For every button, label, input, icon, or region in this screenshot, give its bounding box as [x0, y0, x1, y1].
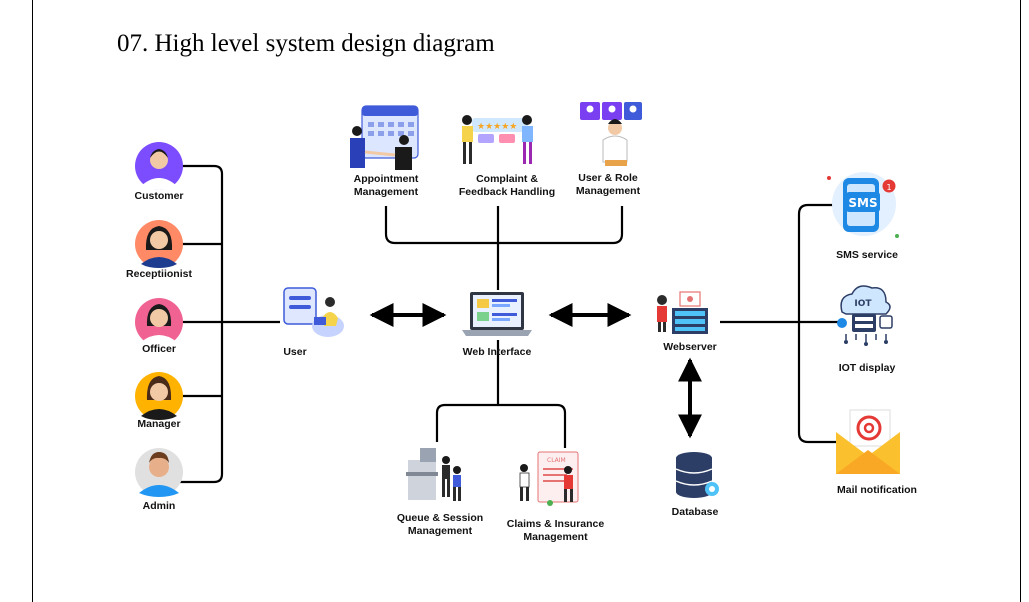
admin-avatar-icon: [135, 448, 183, 497]
user-role-label-line1: User & Role: [578, 172, 638, 184]
complaint-label-line1: Complaint &: [476, 173, 538, 185]
top-modules-bracket: [384, 206, 624, 245]
page-title: 07. High level system design diagram: [117, 30, 495, 57]
double-arrows: [369, 303, 702, 439]
mail-notification-label: Mail notification: [837, 484, 917, 496]
page-border-right: [1020, 0, 1021, 602]
svg-text:CLAIM: CLAIM: [547, 457, 566, 464]
complaint-feedback-icon: ★★★★★: [462, 115, 533, 164]
mail-notification-icon: [836, 409, 900, 474]
receptionist-avatar-icon: [135, 220, 183, 268]
officer-label: Officer: [142, 343, 176, 355]
customer-label: Customer: [134, 190, 184, 202]
appointment-label-line1: Appointment: [353, 173, 419, 185]
appointment-management-icon: [350, 105, 419, 170]
svg-text:SMS: SMS: [848, 196, 877, 210]
claims-insurance-label: Claims & Insurance Management: [498, 518, 613, 544]
customer-avatar-icon: [135, 142, 183, 190]
web-interface-label: Web Interface: [462, 346, 532, 358]
queue-label-line1: Queue & Session: [396, 512, 484, 524]
manager-avatar-icon: [135, 372, 183, 420]
actors-bracket: [180, 164, 224, 484]
claims-label-line1: Claims & Insurance: [506, 518, 605, 530]
svg-text:★★★★★: ★★★★★: [477, 122, 517, 132]
queue-session-label: Queue & Session Management: [390, 512, 490, 538]
page-border-left: [32, 0, 33, 602]
appointment-label-line2: Management: [353, 186, 419, 199]
database-icon: [675, 452, 719, 498]
connector-lines: [180, 164, 840, 484]
queue-session-icon: [406, 448, 461, 501]
complaint-feedback-label: Complaint & Feedback Handling: [448, 173, 566, 199]
web-interface-icon: [462, 292, 532, 336]
svg-text:IOT: IOT: [854, 299, 872, 309]
iot-display-icon: IOT: [837, 285, 893, 346]
services-bracket: [797, 203, 840, 444]
queue-label-line2: Management: [407, 525, 473, 538]
iot-display-label: IOT display: [838, 362, 896, 374]
officer-avatar-icon: [135, 298, 183, 346]
complaint-label-line2: Feedback Handling: [458, 186, 556, 199]
user-icon: [283, 287, 344, 337]
user-role-management-icon: [580, 102, 642, 166]
sms-service-icon: SMS 1: [827, 172, 899, 238]
appointment-management-label: Appointment Management: [336, 173, 436, 199]
user-label: User: [283, 346, 307, 358]
user-role-label-line2: Management: [575, 185, 641, 198]
claims-label-line2: Management: [523, 531, 588, 544]
manager-label: Manager: [137, 418, 181, 430]
database-label: Database: [671, 506, 719, 518]
claims-insurance-icon: CLAIM: [519, 451, 579, 506]
webserver-label: Webserver: [663, 341, 717, 353]
webserver-icon: [657, 291, 708, 334]
svg-text:1: 1: [886, 183, 891, 192]
user-role-management-label: User & Role Management: [563, 172, 653, 198]
sms-service-label: SMS service: [836, 249, 898, 261]
receptionist-label: Receptiionist: [126, 268, 192, 280]
admin-label: Admin: [142, 500, 176, 512]
bottom-modules-bracket: [435, 403, 567, 448]
